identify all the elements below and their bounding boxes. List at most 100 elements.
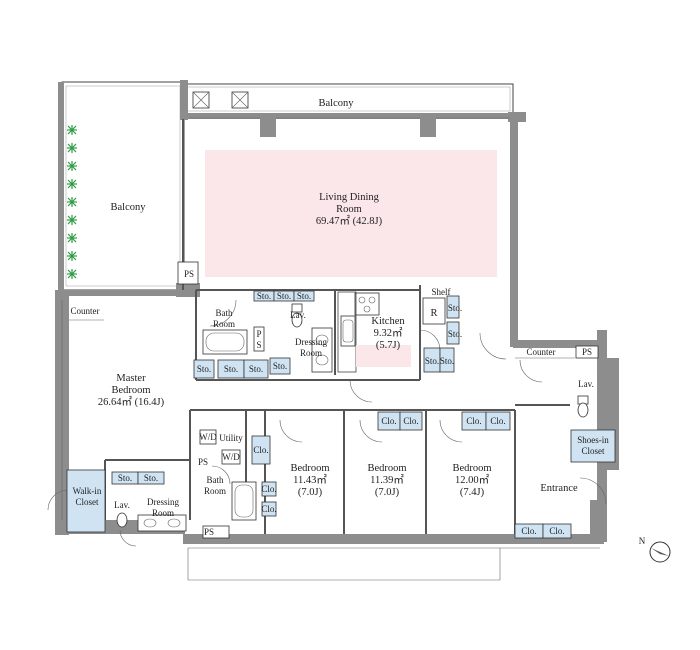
svg-text:N: N (639, 536, 646, 546)
living-dining-label-2: Room (336, 204, 362, 215)
bedroom-3-area: 12.00㎡ (455, 474, 490, 486)
bedroom-2-area: 11.39㎡ (370, 474, 404, 486)
storage-label: Sto. (224, 364, 238, 374)
bedroom-1-area: 11.43㎡ (293, 474, 327, 486)
closet-label: Clo. (261, 504, 276, 514)
kitchen-island (356, 345, 411, 367)
cooktop-icon (354, 292, 380, 316)
storage-label: Sto. (249, 364, 263, 374)
master-bedroom-area: 26.64㎡ (16.4J) (98, 396, 165, 408)
storage-label: Sto. (118, 473, 132, 483)
bath-room-label: Bath (216, 308, 233, 318)
dressing-room-2-label-2: Room (152, 508, 174, 518)
refrigerator-label: R (430, 308, 437, 319)
counter-label: Counter (71, 306, 100, 316)
counter-label-2: Counter (527, 347, 556, 357)
kitchen-counter (337, 291, 357, 373)
plant-icon (67, 233, 77, 243)
planter-plants (67, 125, 77, 279)
lav-label-3: Lav. (578, 379, 594, 389)
balcony-left-label: Balcony (111, 202, 147, 213)
walk-in-closet-label-2: Closet (75, 497, 99, 507)
sink-icon (137, 327, 333, 532)
bedroom-2-label: Bedroom (367, 463, 406, 474)
ps-label-4: PS (198, 457, 208, 467)
closet-label: Clo. (521, 526, 536, 536)
dressing-room-label-2: Room (300, 348, 322, 358)
bedroom-2-area-j: (7.0J) (375, 487, 400, 498)
dressing-room-2-label: Dressing (147, 497, 179, 507)
plant-icon (67, 269, 77, 279)
storage-label: Sto. (440, 356, 454, 366)
entrance-label: Entrance (540, 483, 578, 494)
kitchen-label: Kitchen (371, 316, 405, 327)
shoes-in-closet-label: Shoes-in (577, 435, 609, 445)
bath-room-label-2: Room (213, 319, 235, 329)
storage-boxes (66, 290, 616, 539)
north-arrow-icon: N (639, 536, 671, 563)
s-label: S (256, 340, 261, 350)
closet-label: Clo. (253, 445, 268, 455)
lav-label: Lav. (290, 310, 306, 320)
storage-label: Sto. (273, 361, 287, 371)
utility-label: Utility (219, 433, 243, 443)
living-dining-label: Living Dining (319, 192, 380, 203)
plant-icon (67, 251, 77, 261)
bedroom-1-label: Bedroom (290, 463, 329, 474)
ps-label: PS (184, 269, 194, 279)
balcony-top-label: Balcony (319, 98, 355, 109)
walk-in-closet-label: Walk-in (73, 486, 102, 496)
refrigerator (422, 297, 446, 325)
dressing-room-label: Dressing (295, 337, 327, 347)
ac-unit-icon (192, 91, 249, 109)
closet-label: Clo. (381, 416, 396, 426)
interior-walls (104, 119, 570, 534)
kitchen-sink-icon (340, 315, 356, 347)
kitchen-area-j: (5.7J) (376, 340, 401, 351)
living-dining-area: 69.47㎡ (42.8J) (316, 215, 383, 227)
counter-lines (69, 319, 575, 359)
bedroom-3-area-j: (7.4J) (460, 487, 485, 498)
plant-icon (67, 197, 77, 207)
bath-room-2-label-2: Room (204, 486, 226, 496)
storage-label: Sto. (425, 356, 439, 366)
storage-label: Sto. (297, 291, 311, 301)
pipe-shaft (177, 261, 599, 539)
door-swings (47, 299, 607, 547)
shoes-in-closet-label-2: Closet (581, 446, 605, 456)
storage-label: Sto. (144, 473, 158, 483)
ps-label-2: PS (582, 347, 592, 357)
storage-label: Sto. (277, 291, 291, 301)
storage-label: Sto. (448, 329, 462, 339)
plant-icon (67, 161, 77, 171)
plant-icon (67, 143, 77, 153)
closet-label: Clo. (261, 484, 276, 494)
closet-label: Clo. (490, 416, 505, 426)
washer-dryer-label-2: W/D (222, 452, 240, 462)
master-bedroom-label-2: Bedroom (111, 385, 150, 396)
washer-dryer-label: W/D (199, 432, 217, 442)
closet-label: Clo. (403, 416, 418, 426)
bathtub-icon (202, 329, 257, 521)
storage-label: Sto. (448, 303, 462, 313)
p-label: P (256, 329, 261, 339)
kitchen-area: 9.32㎡ (374, 327, 403, 339)
master-bedroom-label: Master (116, 373, 146, 384)
plant-icon (67, 125, 77, 135)
plant-icon (67, 179, 77, 189)
toilet-icon (116, 303, 589, 528)
living-dining-fill (205, 150, 497, 277)
shelf-label: Shelf (432, 287, 451, 297)
closet-label: Clo. (549, 526, 564, 536)
bedroom-3-label: Bedroom (452, 463, 491, 474)
window-lines (61, 117, 600, 581)
closet-label: Clo. (466, 416, 481, 426)
bath-room-2-label: Bath (207, 475, 224, 485)
plant-icon (67, 215, 77, 225)
ps-label-3: PS (204, 527, 214, 537)
storage-label: Sto. (257, 291, 271, 301)
lav-label-2: Lav. (114, 500, 130, 510)
bedroom-1-area-j: (7.0J) (298, 487, 323, 498)
storage-label: Sto. (197, 364, 211, 374)
